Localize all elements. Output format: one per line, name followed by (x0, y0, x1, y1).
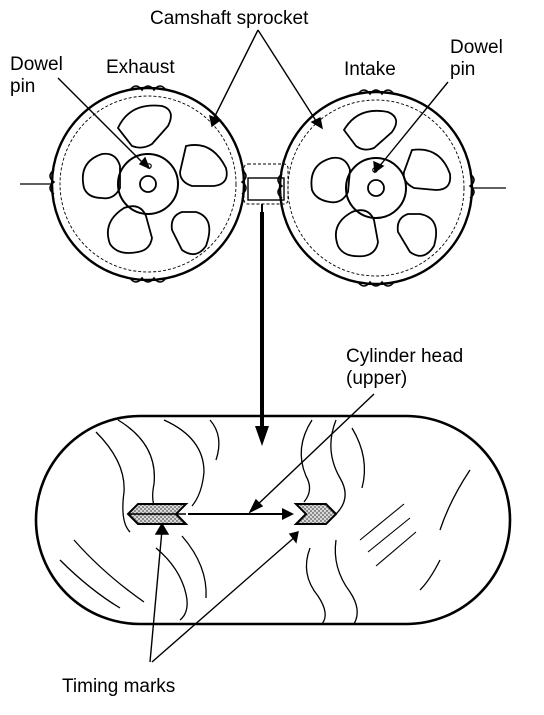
intake-sprocket (277, 89, 506, 287)
timing-mark-connector (188, 508, 294, 520)
exhaust-sprocket (20, 85, 247, 283)
cylinder-head (34, 414, 512, 626)
detail-arrow (255, 212, 269, 446)
leader-lines (57, 29, 449, 663)
timing-mark-right (293, 503, 338, 525)
cylinder-head-label-line1: Cylinder head (346, 346, 464, 367)
intake-label: Intake (344, 59, 396, 80)
timing-mark-left (126, 503, 189, 525)
dowel-pin-left-label-line1: Dowel (10, 54, 63, 75)
camshaft-sprocket-label: Camshaft sprocket (150, 8, 309, 29)
dowel-pin-right-label-line2: pin (450, 59, 476, 80)
dowel-pin-left-label-line2: pin (10, 76, 36, 97)
exhaust-label: Exhaust (106, 57, 175, 78)
cylinder-head-label-line2: (upper) (346, 368, 408, 389)
timing-marks-label: Timing marks (62, 676, 176, 697)
dowel-pin-right-label-line1: Dowel (450, 37, 503, 58)
